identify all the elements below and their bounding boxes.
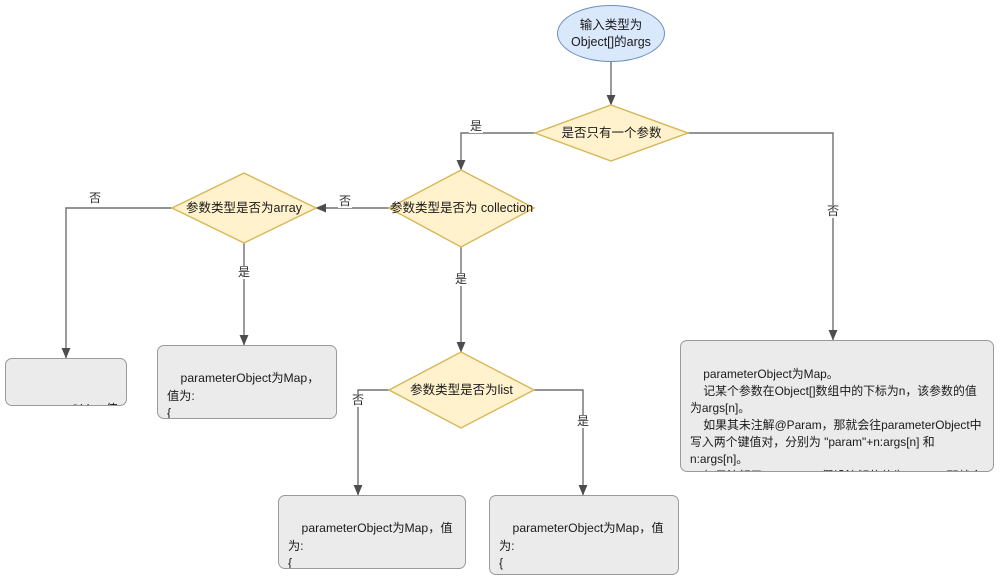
- node-decision-collection-label: 参数类型是否为 collection: [389, 201, 534, 216]
- node-result-value-args0[interactable]: parameterObject值为 args[0]: [5, 358, 127, 406]
- edge-label-list-yes: 是: [576, 414, 591, 429]
- edge-single-no-to-note: [688, 132, 838, 341]
- edge-label-collection-yes: 是: [454, 272, 469, 287]
- node-start-label: 输入类型为 Object[]的args: [571, 18, 651, 49]
- edge-label-single-yes: 是: [469, 119, 484, 134]
- node-result-collection-map[interactable]: parameterObject为Map，值为: { "collection": …: [278, 495, 466, 569]
- node-result-value-args0-text: parameterObject值为 args[0]: [15, 402, 118, 405]
- node-result-multi-param-note-text: parameterObject为Map。 记某个参数在Object[]数组中的下…: [690, 367, 982, 471]
- node-result-collection-list-map[interactable]: parameterObject为Map，值为: { "collection": …: [489, 495, 679, 575]
- node-result-collection-map-text: parameterObject为Map，值为: { "collection": …: [288, 521, 453, 569]
- edge-array-no-to-value: [61, 207, 172, 359]
- edge-label-array-yes: 是: [237, 265, 252, 280]
- node-decision-list[interactable]: 参数类型是否为list: [389, 352, 534, 428]
- node-result-multi-param-note[interactable]: parameterObject为Map。 记某个参数在Object[]数组中的下…: [680, 340, 994, 472]
- node-decision-list-label: 参数类型是否为list: [410, 382, 513, 397]
- node-decision-single-param[interactable]: 是否只有一个参数: [535, 105, 688, 161]
- node-decision-collection[interactable]: 参数类型是否为 collection: [389, 170, 534, 247]
- node-start-terminal[interactable]: 输入类型为 Object[]的args: [557, 5, 665, 62]
- node-result-array-map[interactable]: parameterObject为Map，值为: { "array": args[…: [157, 345, 337, 419]
- node-decision-array[interactable]: 参数类型是否为array: [172, 173, 316, 243]
- node-result-array-map-text: parameterObject为Map，值为: { "array": args[…: [167, 371, 320, 419]
- edge-label-list-no: 否: [351, 393, 366, 408]
- node-result-collection-list-map-text: parameterObject为Map，值为: { "collection": …: [499, 521, 664, 574]
- edge-label-single-no: 否: [826, 204, 841, 219]
- edge-list-yes-to-collectionlistmap: [534, 389, 588, 496]
- node-decision-array-label: 参数类型是否为array: [186, 200, 302, 215]
- edge-label-collection-no: 否: [338, 194, 353, 209]
- edge-label-array-no: 否: [88, 191, 103, 206]
- edge-single-yes-to-collection: [456, 132, 535, 171]
- node-decision-single-param-label: 是否只有一个参数: [561, 125, 662, 140]
